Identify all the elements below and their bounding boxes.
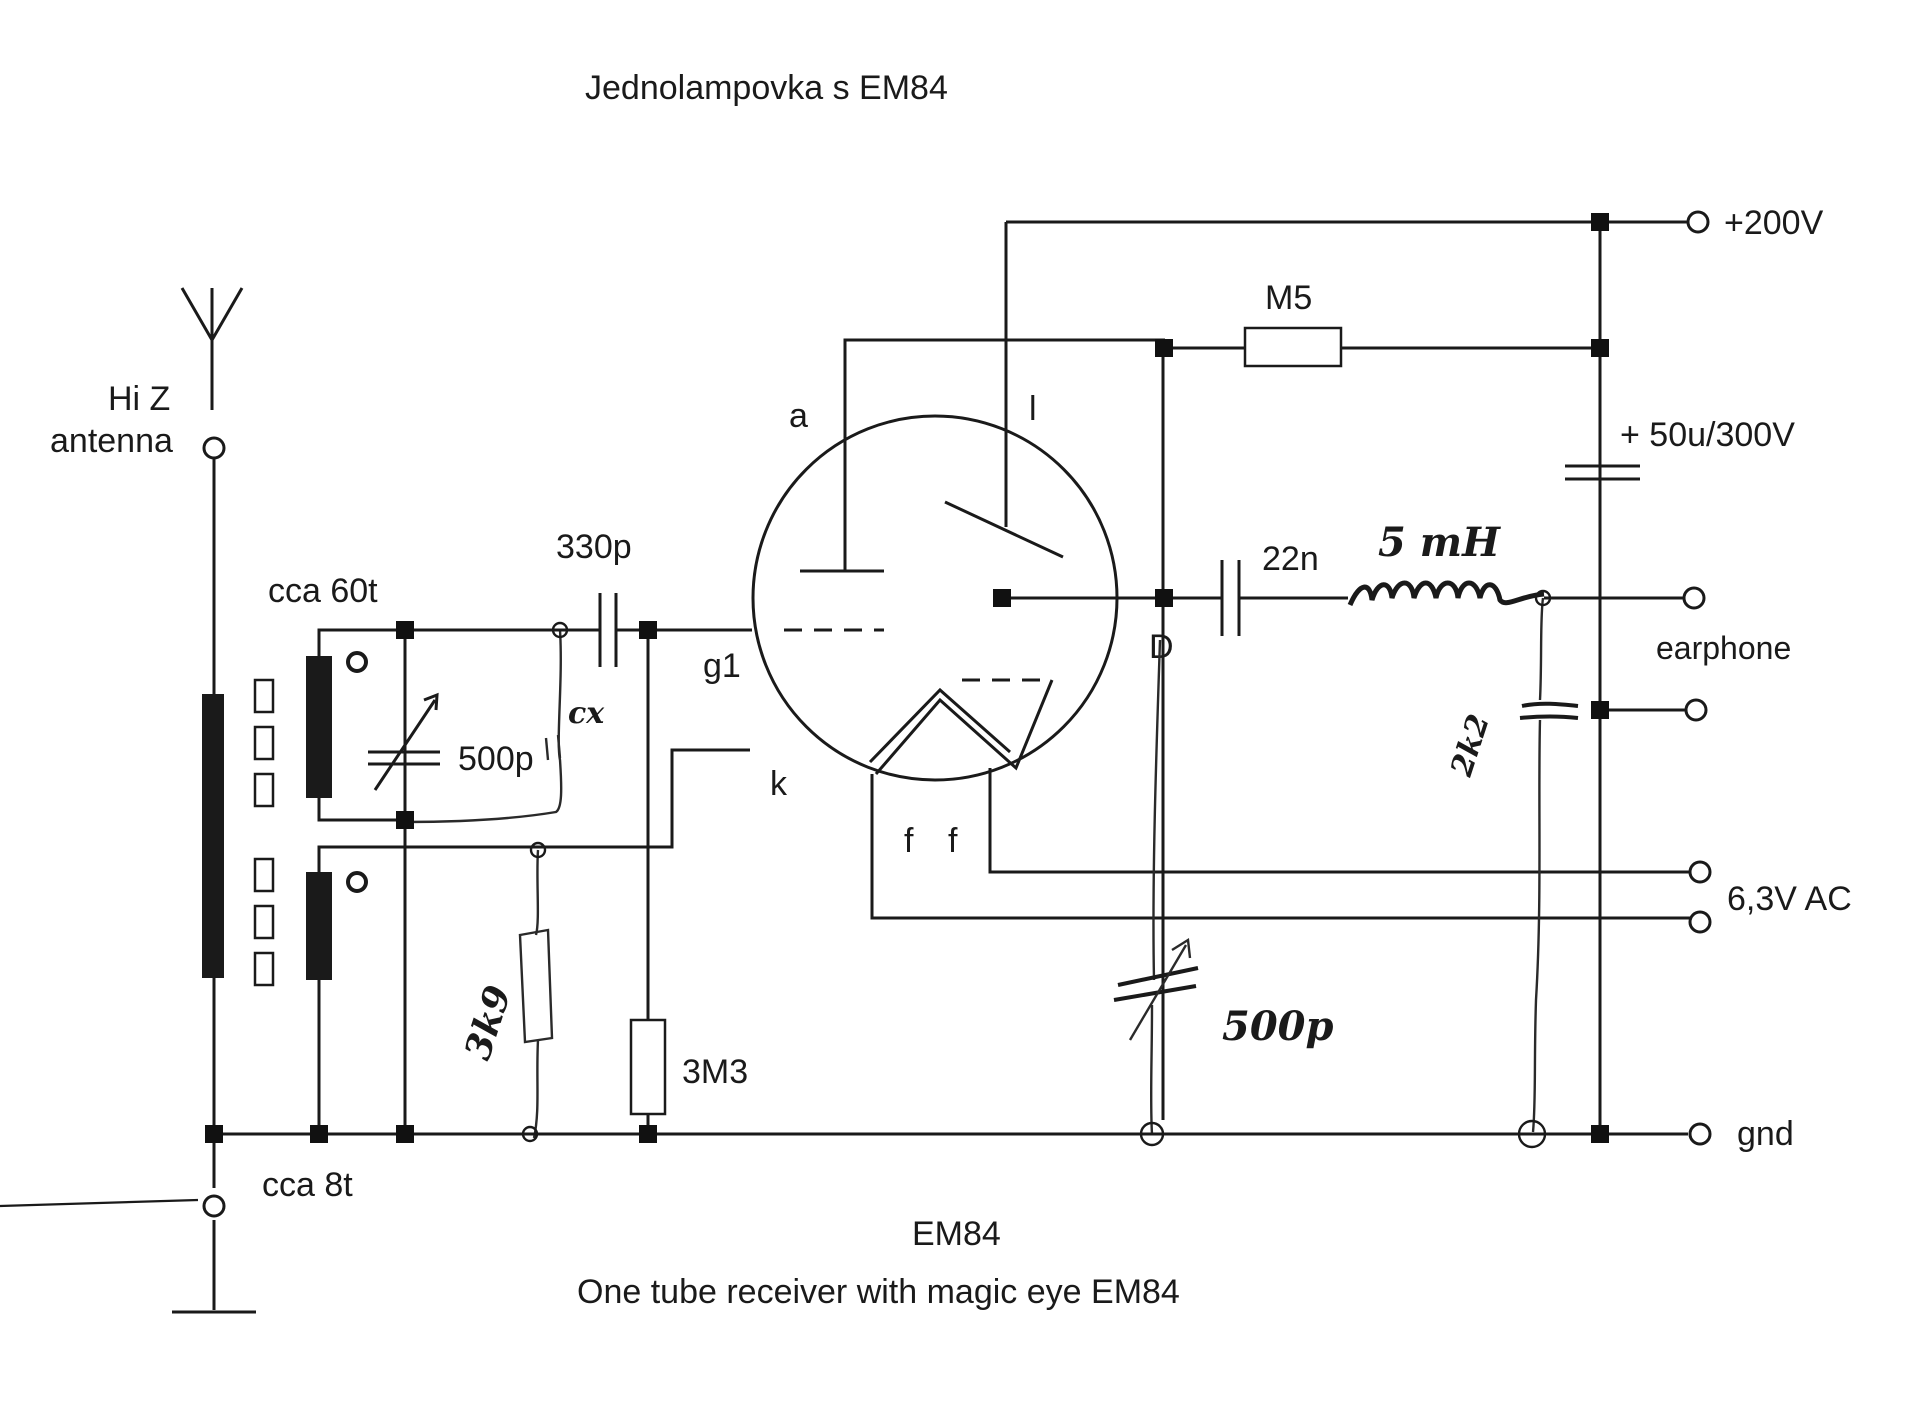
antenna-ground-terminal xyxy=(202,1194,226,1218)
plate-resistor-label: M5 xyxy=(1265,279,1312,317)
diode-var-cap-handdrawn xyxy=(1113,639,1199,1135)
caption-tube-name: EM84 xyxy=(912,1215,1001,1253)
caption-description: One tube receiver with magic eye EM84 xyxy=(577,1273,1180,1311)
ground-label: gnd xyxy=(1737,1115,1794,1153)
junction-dots xyxy=(205,213,1609,1143)
grid-resistor-label: 3M3 xyxy=(682,1053,748,1091)
b-plus-rail xyxy=(1006,220,1688,1134)
filter-capacitor xyxy=(1565,464,1640,481)
diagram-title: Jednolampovka s EM84 xyxy=(585,69,948,107)
antenna-symbol xyxy=(180,287,244,410)
tank-wiring xyxy=(317,628,750,1140)
handdrawn-junction-circles xyxy=(521,589,1552,1149)
choke-label: 5 mH xyxy=(1378,519,1501,566)
diode-var-cap-label: 500p xyxy=(1222,1003,1333,1050)
heater-label: 6,3V AC xyxy=(1727,880,1852,918)
tuning-capacitor-500p xyxy=(368,630,440,820)
pin-f1-label: f xyxy=(904,822,914,860)
cathode-resistor-label: 3k9 xyxy=(457,980,520,1064)
output-capacitor-22n xyxy=(1163,560,1348,636)
filter-cap-label: + 50u/300V xyxy=(1620,416,1795,454)
cathode-resistor-handdrawn xyxy=(518,849,554,1139)
choke-5mh-handdrawn xyxy=(1347,580,1688,607)
pin-d-label: D xyxy=(1149,628,1174,666)
pin-a-label: a xyxy=(789,397,808,435)
ferrite-rod xyxy=(202,694,224,978)
coil-60t-phase-dot xyxy=(346,651,368,673)
coil-8t-label: cca 8t xyxy=(262,1166,353,1204)
antenna-label-line2: antenna xyxy=(50,422,173,460)
tuning-cap-label: 500p xyxy=(458,740,534,778)
plate-resistor-m5 xyxy=(1161,326,1600,1120)
b-plus-terminal xyxy=(1686,210,1710,234)
antenna-terminal xyxy=(202,436,226,460)
load-2k2-handdrawn xyxy=(1519,597,1579,1133)
earphone-label: earphone xyxy=(1656,630,1791,666)
pin-g1-label: g1 xyxy=(703,647,741,685)
coil-8t xyxy=(306,872,332,980)
grid-resistor-3m3 xyxy=(629,630,667,1140)
ground-terminal xyxy=(1688,1122,1712,1146)
coil-60t-label: cca 60t xyxy=(268,572,378,610)
cx-label: cx xyxy=(568,696,605,731)
em84-tube xyxy=(751,222,1690,920)
pin-f2-label: f xyxy=(948,822,958,860)
heater-terminal-2 xyxy=(1688,910,1712,934)
coil-turn-markers xyxy=(253,678,275,987)
output-cap-label: 22n xyxy=(1262,540,1319,578)
pin-l-label: l xyxy=(1029,390,1037,428)
tube-deflector-dot xyxy=(993,589,1011,607)
earphone-terminal-2 xyxy=(1684,698,1708,722)
antenna-label-line1: Hi Z xyxy=(108,380,170,418)
heater-terminal-1 xyxy=(1688,860,1712,884)
b-plus-label: +200V xyxy=(1724,204,1824,242)
pin-k-label: k xyxy=(770,765,788,803)
coil-60t xyxy=(306,656,332,798)
earphone-terminal-1 xyxy=(1682,586,1706,610)
coupling-cap-label: 330p xyxy=(556,528,632,566)
load-resistor-label: 2k2 xyxy=(1444,710,1497,781)
coil-8t-phase-dot xyxy=(346,871,368,893)
cx-trimmer-handdrawn xyxy=(404,629,563,824)
